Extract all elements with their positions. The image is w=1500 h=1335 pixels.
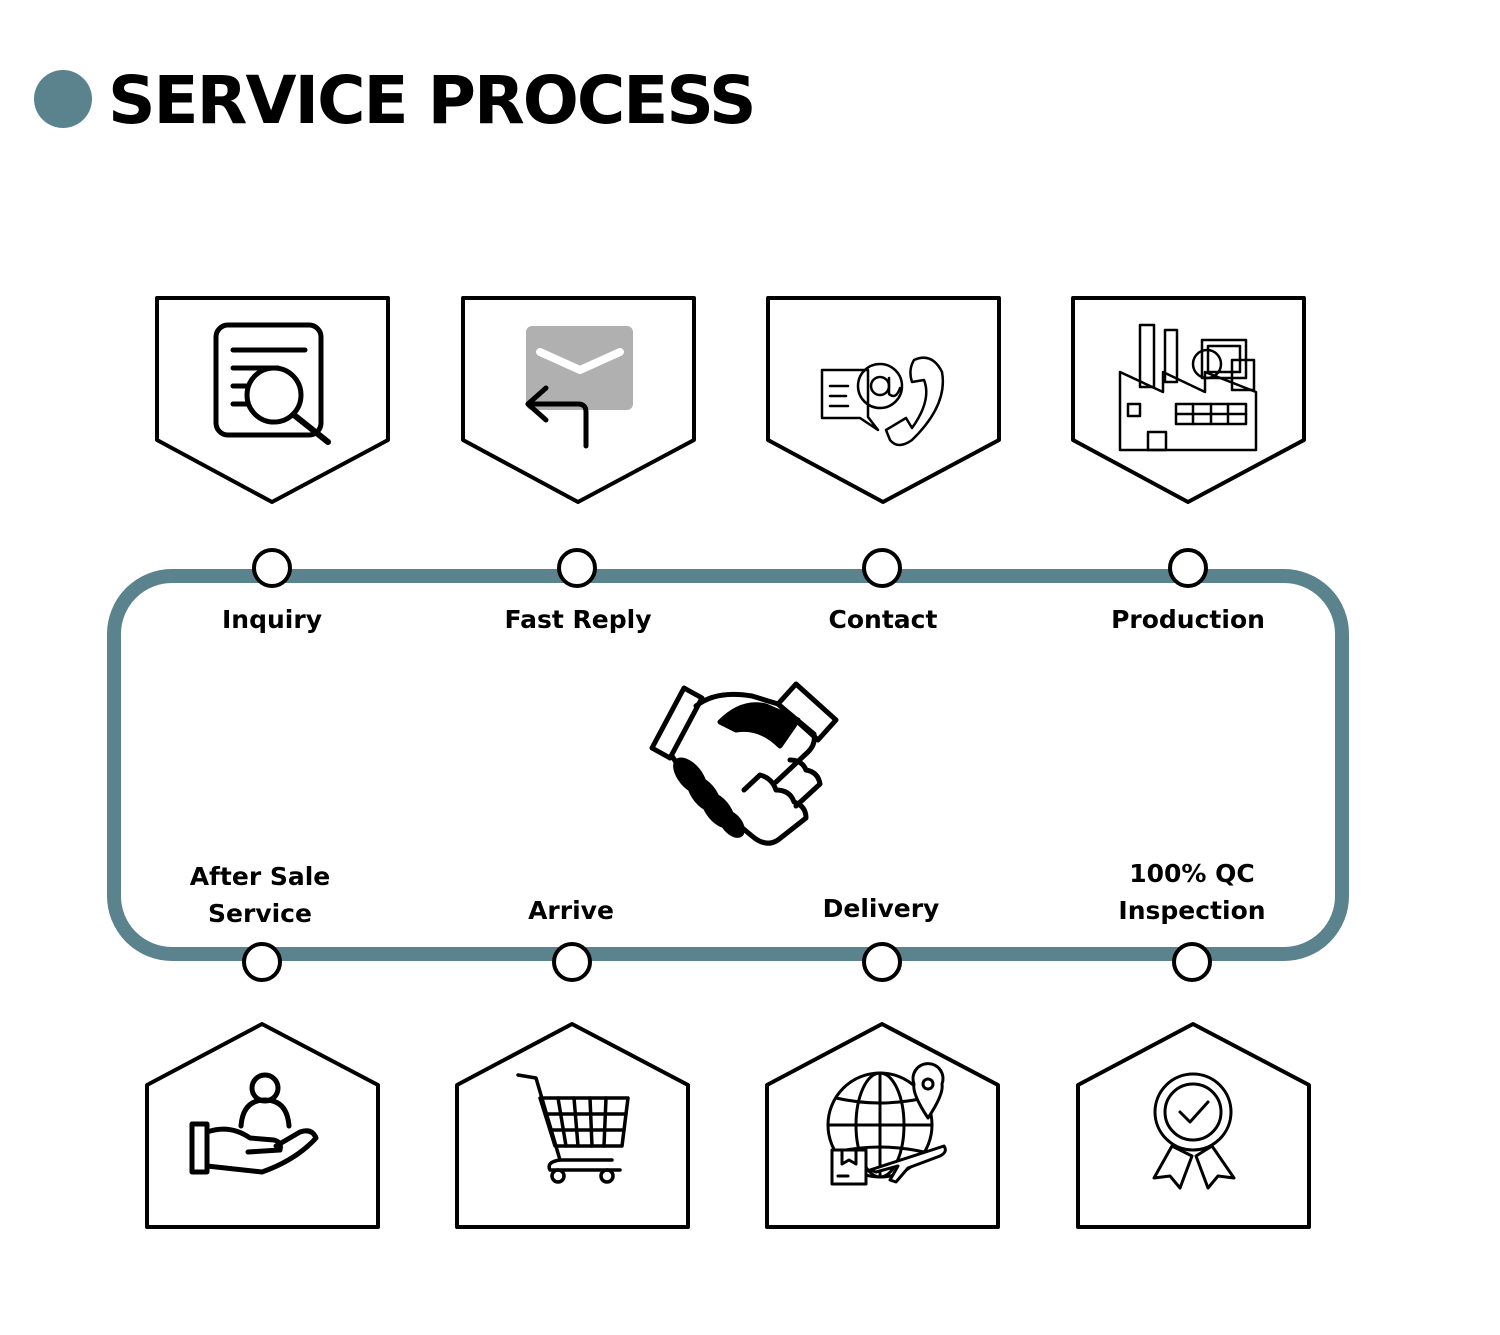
node-production (1168, 548, 1208, 588)
global-delivery-icon (826, 1062, 947, 1186)
node-delivery (862, 942, 902, 982)
node-fast-reply (557, 548, 597, 588)
step-label-after-sale-line1: After Sale (189, 862, 331, 891)
email-reply-icon (525, 326, 633, 449)
node-inquiry (252, 548, 292, 588)
step-label-after-sale-line2: Service (208, 899, 312, 928)
step-shield-contact (766, 296, 1001, 504)
step-house-delivery (765, 1022, 1000, 1229)
node-contact (862, 548, 902, 588)
document-search-icon (213, 322, 331, 445)
step-label-contact: Contact (828, 605, 938, 634)
step-label-production: Production (1111, 605, 1265, 634)
step-house-qc (1076, 1022, 1311, 1229)
step-house-after-sale (145, 1022, 380, 1229)
factory-icon (1118, 323, 1258, 452)
step-shield-fast-reply (461, 296, 696, 504)
node-after-sale (242, 942, 282, 982)
node-arrive (552, 942, 592, 982)
step-label-fast-reply: Fast Reply (504, 605, 652, 634)
step-shield-production (1071, 296, 1306, 504)
step-label-delivery: Delivery (822, 894, 940, 923)
step-house-arrive (455, 1022, 690, 1229)
process-loop-track (107, 569, 1349, 961)
page-title: SERVICE PROCESS (108, 62, 756, 139)
handshake-icon (649, 681, 839, 846)
step-label-qc: 100% QC Inspection (1062, 855, 1322, 929)
step-label-qc-line2: Inspection (1118, 896, 1266, 925)
shopping-cart-icon (516, 1073, 630, 1184)
title-bullet (34, 70, 92, 128)
contact-email-phone-icon (820, 356, 945, 447)
step-label-inquiry: Inquiry (222, 605, 322, 634)
step-label-qc-line1: 100% QC (1129, 859, 1255, 888)
hand-person-icon (189, 1072, 319, 1175)
quality-badge-icon (1152, 1072, 1236, 1190)
step-shield-inquiry (155, 296, 390, 504)
node-qc (1172, 942, 1212, 982)
step-label-after-sale: After Sale Service (130, 858, 390, 932)
step-label-arrive: Arrive (528, 896, 614, 925)
